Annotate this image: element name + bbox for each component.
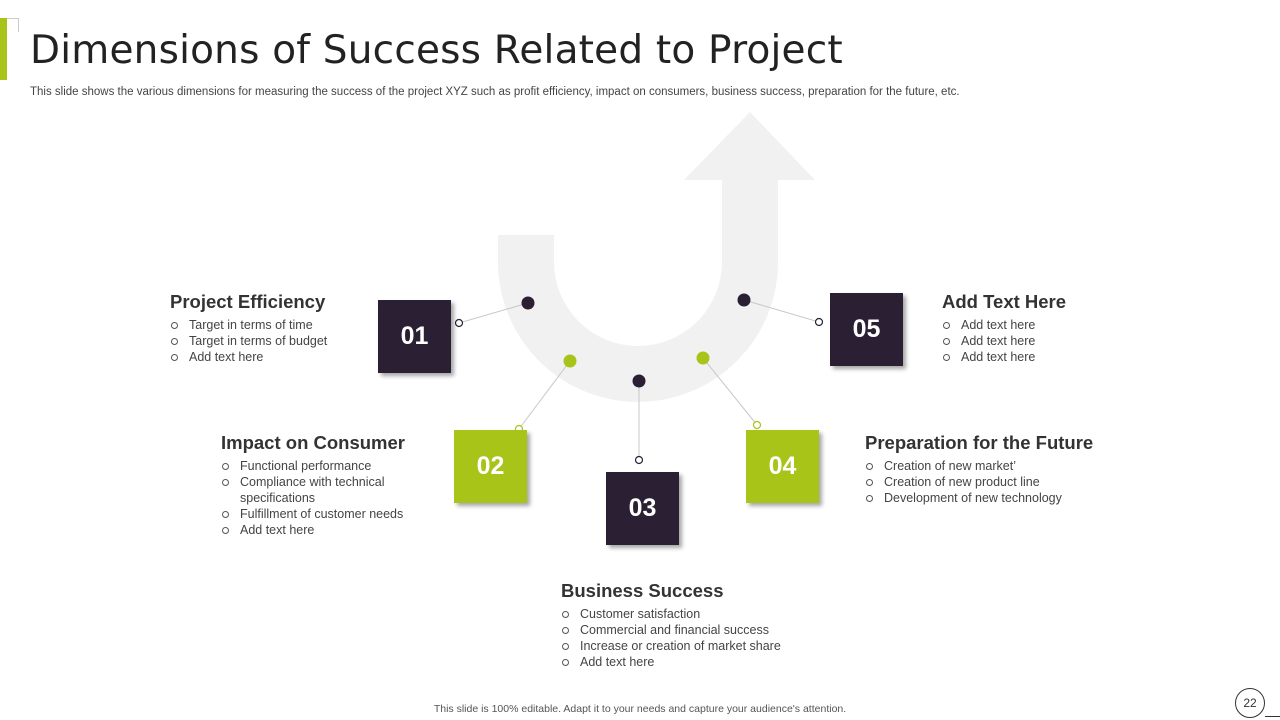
step-box-04: 04 — [746, 430, 819, 503]
list-item: Commercial and financial success — [561, 622, 821, 638]
list-item: Add text here — [221, 522, 436, 538]
list-item: Target in terms of time — [170, 317, 370, 333]
step-list-01: Target in terms of time Target in terms … — [170, 317, 370, 365]
step-title-01: Project Efficiency — [170, 291, 326, 312]
end-ring-04 — [752, 420, 762, 430]
list-item: Add text here — [561, 654, 821, 670]
step-box-05: 05 — [830, 293, 903, 366]
step-box-03: 03 — [606, 472, 679, 545]
arc-dot-01 — [521, 296, 535, 310]
list-item: Development of new technology — [865, 490, 1125, 506]
step-block-01: Project Efficiency Target in terms of ti… — [170, 291, 370, 365]
list-item: Target in terms of budget — [170, 333, 370, 349]
step-title-02: Impact on Consumer — [221, 432, 405, 453]
end-ring-05 — [814, 317, 824, 327]
list-item: Add text here — [942, 333, 1142, 349]
list-item: Add text here — [942, 349, 1142, 365]
arc-dot-04 — [696, 351, 710, 365]
list-item: Add text here — [170, 349, 370, 365]
list-item: Functional performance — [221, 458, 436, 474]
page-number-underline — [1265, 716, 1280, 717]
step-title-03: Business Success — [561, 580, 724, 601]
step-block-03: Business Success Customer satisfaction C… — [561, 580, 821, 670]
page-subtitle: This slide shows the various dimensions … — [30, 86, 960, 98]
arc-dot-02 — [563, 354, 577, 368]
list-item: Customer satisfaction — [561, 606, 821, 622]
list-item: Compliance with technical specifications — [221, 474, 436, 506]
list-item: Creation of new product line — [865, 474, 1125, 490]
list-item: Add text here — [942, 317, 1142, 333]
end-ring-01 — [454, 318, 464, 328]
title-accent-bar — [0, 18, 7, 80]
list-item: Creation of new market’ — [865, 458, 1125, 474]
step-block-05: Add Text Here Add text here Add text her… — [942, 291, 1142, 365]
step-block-02: Impact on Consumer Functional performanc… — [221, 432, 436, 538]
list-item: Fulfillment of customer needs — [221, 506, 436, 522]
step-title-05: Add Text Here — [942, 291, 1067, 312]
end-ring-03 — [634, 455, 644, 465]
step-box-02: 02 — [454, 430, 527, 503]
arc-dot-05 — [737, 293, 751, 307]
corner-mark — [7, 18, 19, 32]
page-title: Dimensions of Success Related to Project — [30, 28, 843, 73]
step-title-04: Preparation for the Future — [865, 432, 1094, 453]
step-list-04: Creation of new market’ Creation of new … — [865, 458, 1125, 506]
step-block-04: Preparation for the Future Creation of n… — [865, 432, 1125, 506]
list-item: Increase or creation of market share — [561, 638, 821, 654]
connector-line-02 — [518, 360, 571, 430]
step-list-02: Functional performance Compliance with t… — [221, 458, 436, 538]
step-list-03: Customer satisfaction Commercial and fin… — [561, 606, 821, 670]
arc-dot-03 — [632, 374, 646, 388]
step-list-05: Add text here Add text here Add text her… — [942, 317, 1142, 365]
connector-line-04 — [702, 357, 758, 426]
page-number: 22 — [1235, 688, 1265, 718]
footer-note: This slide is 100% editable. Adapt it to… — [433, 703, 847, 715]
u-turn-arrow-shape — [498, 112, 815, 402]
connector-line-05 — [743, 299, 820, 323]
step-box-01: 01 — [378, 300, 451, 373]
connector-line-01 — [458, 302, 529, 324]
